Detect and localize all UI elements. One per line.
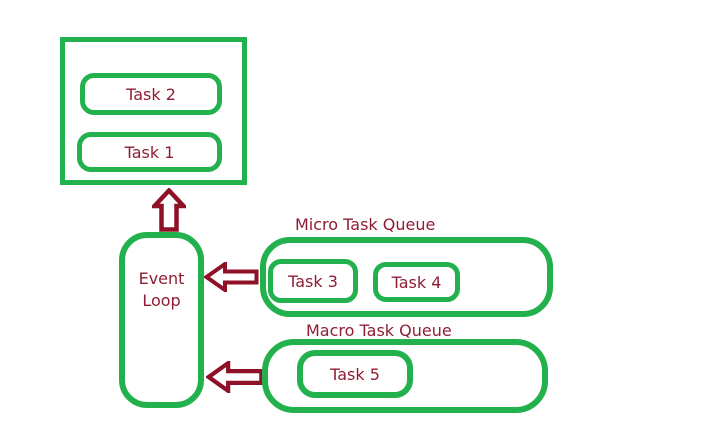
call-stack-box: [60, 37, 247, 185]
task-2-label: Task 2: [126, 84, 176, 104]
task-2-box: Task 2: [80, 73, 222, 115]
left-arrow-macro-icon: [206, 361, 264, 393]
task-1-box: Task 1: [77, 132, 222, 172]
left-arrow-micro-icon: [204, 262, 259, 292]
task-5-label: Task 5: [330, 364, 380, 384]
task-4-box: Task 4: [373, 262, 460, 302]
event-loop-box: Event Loop: [119, 232, 204, 408]
micro-task-queue-title: Micro Task Queue: [295, 215, 436, 234]
task-4-label: Task 4: [391, 272, 442, 292]
micro-task-queue-box: [260, 237, 553, 317]
macro-task-queue-box: [262, 339, 548, 413]
task-3-label: Task 3: [288, 271, 338, 291]
up-arrow-icon: [152, 188, 186, 232]
task-1-label: Task 1: [124, 142, 175, 162]
task-5-box: Task 5: [297, 350, 413, 398]
macro-task-queue-title: Macro Task Queue: [306, 321, 452, 340]
event-loop-label: Event Loop: [138, 269, 185, 310]
task-3-box: Task 3: [268, 259, 358, 303]
